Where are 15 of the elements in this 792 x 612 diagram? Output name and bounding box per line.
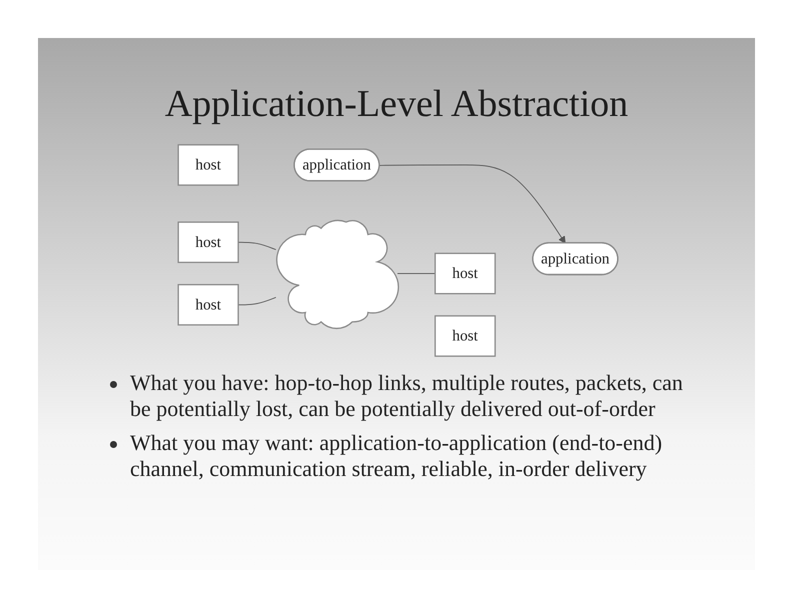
- host-box: host: [434, 315, 496, 357]
- bullet-text: What you have: hop-to-hop links, multiple routes, packets, can be potentially lost, can be potentially delivered out-of-order: [130, 370, 684, 422]
- host-box: host: [178, 144, 239, 186]
- host-box: host: [178, 222, 239, 264]
- application-ellipse: application: [532, 242, 618, 276]
- network-cloud: [276, 220, 400, 330]
- arrow: [379, 164, 566, 244]
- application-ellipse: application: [294, 148, 380, 182]
- host-box: host: [178, 284, 239, 326]
- connector-line: [238, 296, 276, 306]
- host-box: host: [434, 252, 496, 294]
- connector-line: [397, 273, 436, 274]
- bullet-text: What you may want: application-to-application (end-to-end) channel, communication stream, reliable, in-order delivery: [130, 430, 664, 482]
- slide-title: Application-Level Abstraction: [164, 82, 628, 126]
- connector-line: [238, 242, 276, 250]
